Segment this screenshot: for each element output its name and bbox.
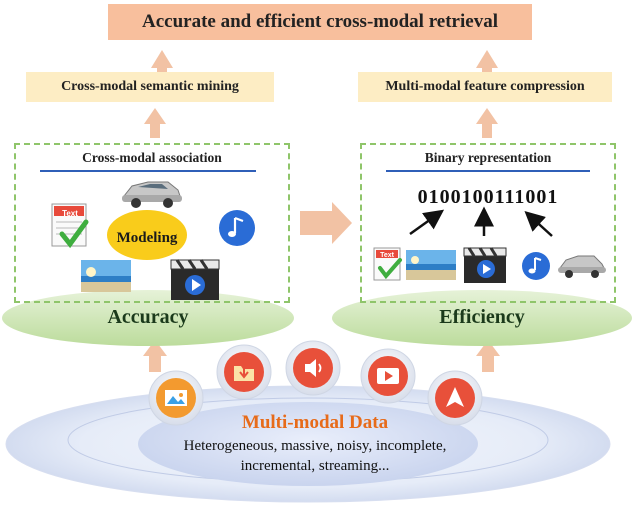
modeling-label: Modeling	[116, 229, 178, 246]
multimodal-data-description-line1: Heterogeneous, massive, noisy, incomplet…	[183, 438, 447, 454]
binary-panel-title: Binary representation	[424, 150, 552, 165]
cross-modal-association-panel	[14, 143, 290, 303]
efficiency-pillar	[332, 290, 632, 346]
arrow-right-panel-to-goal	[476, 108, 498, 138]
arrow-left-to-top	[151, 50, 173, 75]
retrieval-goal-box: Accurate and efficient cross-modal retri…	[108, 4, 532, 40]
accuracy-label: Accuracy	[107, 306, 189, 328]
association-title-rule	[40, 170, 256, 172]
small-video-clapper-icon	[463, 247, 507, 283]
multimodal-data-description-line2: incremental, streaming...	[240, 458, 390, 474]
feature-compression-label: Multi-modal feature compression	[385, 79, 585, 94]
binary-content	[373, 206, 606, 283]
inner-platform	[138, 402, 478, 486]
arrow-right-to-top	[476, 50, 498, 75]
speaker-icon	[285, 340, 341, 396]
pillars	[2, 290, 632, 346]
image-icon	[148, 370, 204, 426]
arrow-up-left	[409, 209, 445, 236]
arrow-left-panel-to-goal	[144, 108, 166, 138]
association-panel-title: Cross-modal association	[82, 150, 222, 165]
arrow-data-to-accuracy	[143, 340, 167, 372]
folder-download-icon	[216, 344, 272, 400]
right-text-doc-label: Text	[380, 252, 394, 259]
accuracy-pillar	[2, 290, 294, 346]
small-text-document-icon	[373, 247, 402, 281]
data-type-icons	[148, 340, 483, 426]
semantic-mining-box: Cross-modal semantic mining	[26, 72, 274, 102]
navigation-arrow-icon	[427, 370, 483, 426]
video-clapper-icon	[170, 259, 220, 300]
multimodal-data-title: Multi-modal Data	[241, 412, 389, 433]
video-play-icon	[360, 348, 416, 404]
binary-code: 0100100111001	[417, 186, 559, 208]
arrow-up-right	[524, 210, 553, 237]
car-icon	[122, 181, 182, 208]
retrieval-goal-title: Accurate and efficient cross-modal retri…	[142, 11, 498, 32]
semantic-mining-label: Cross-modal semantic mining	[61, 79, 239, 94]
efficiency-label: Efficiency	[439, 306, 525, 328]
arrow-data-to-efficiency	[476, 340, 500, 372]
landscape-photo-icon	[81, 260, 131, 292]
binary-title-rule	[386, 170, 590, 172]
association-content	[51, 181, 255, 300]
arrow-accuracy-to-efficiency	[300, 202, 352, 244]
small-music-icon	[522, 252, 550, 280]
small-landscape-icon	[406, 250, 456, 280]
small-car-icon	[558, 255, 606, 278]
binary-representation-panel	[360, 143, 616, 303]
modeling-ellipse	[107, 210, 187, 260]
music-icon	[219, 210, 255, 246]
text-document-icon	[51, 203, 89, 249]
left-text-doc-label: Text	[62, 209, 78, 218]
feature-compression-box: Multi-modal feature compression	[358, 72, 612, 102]
